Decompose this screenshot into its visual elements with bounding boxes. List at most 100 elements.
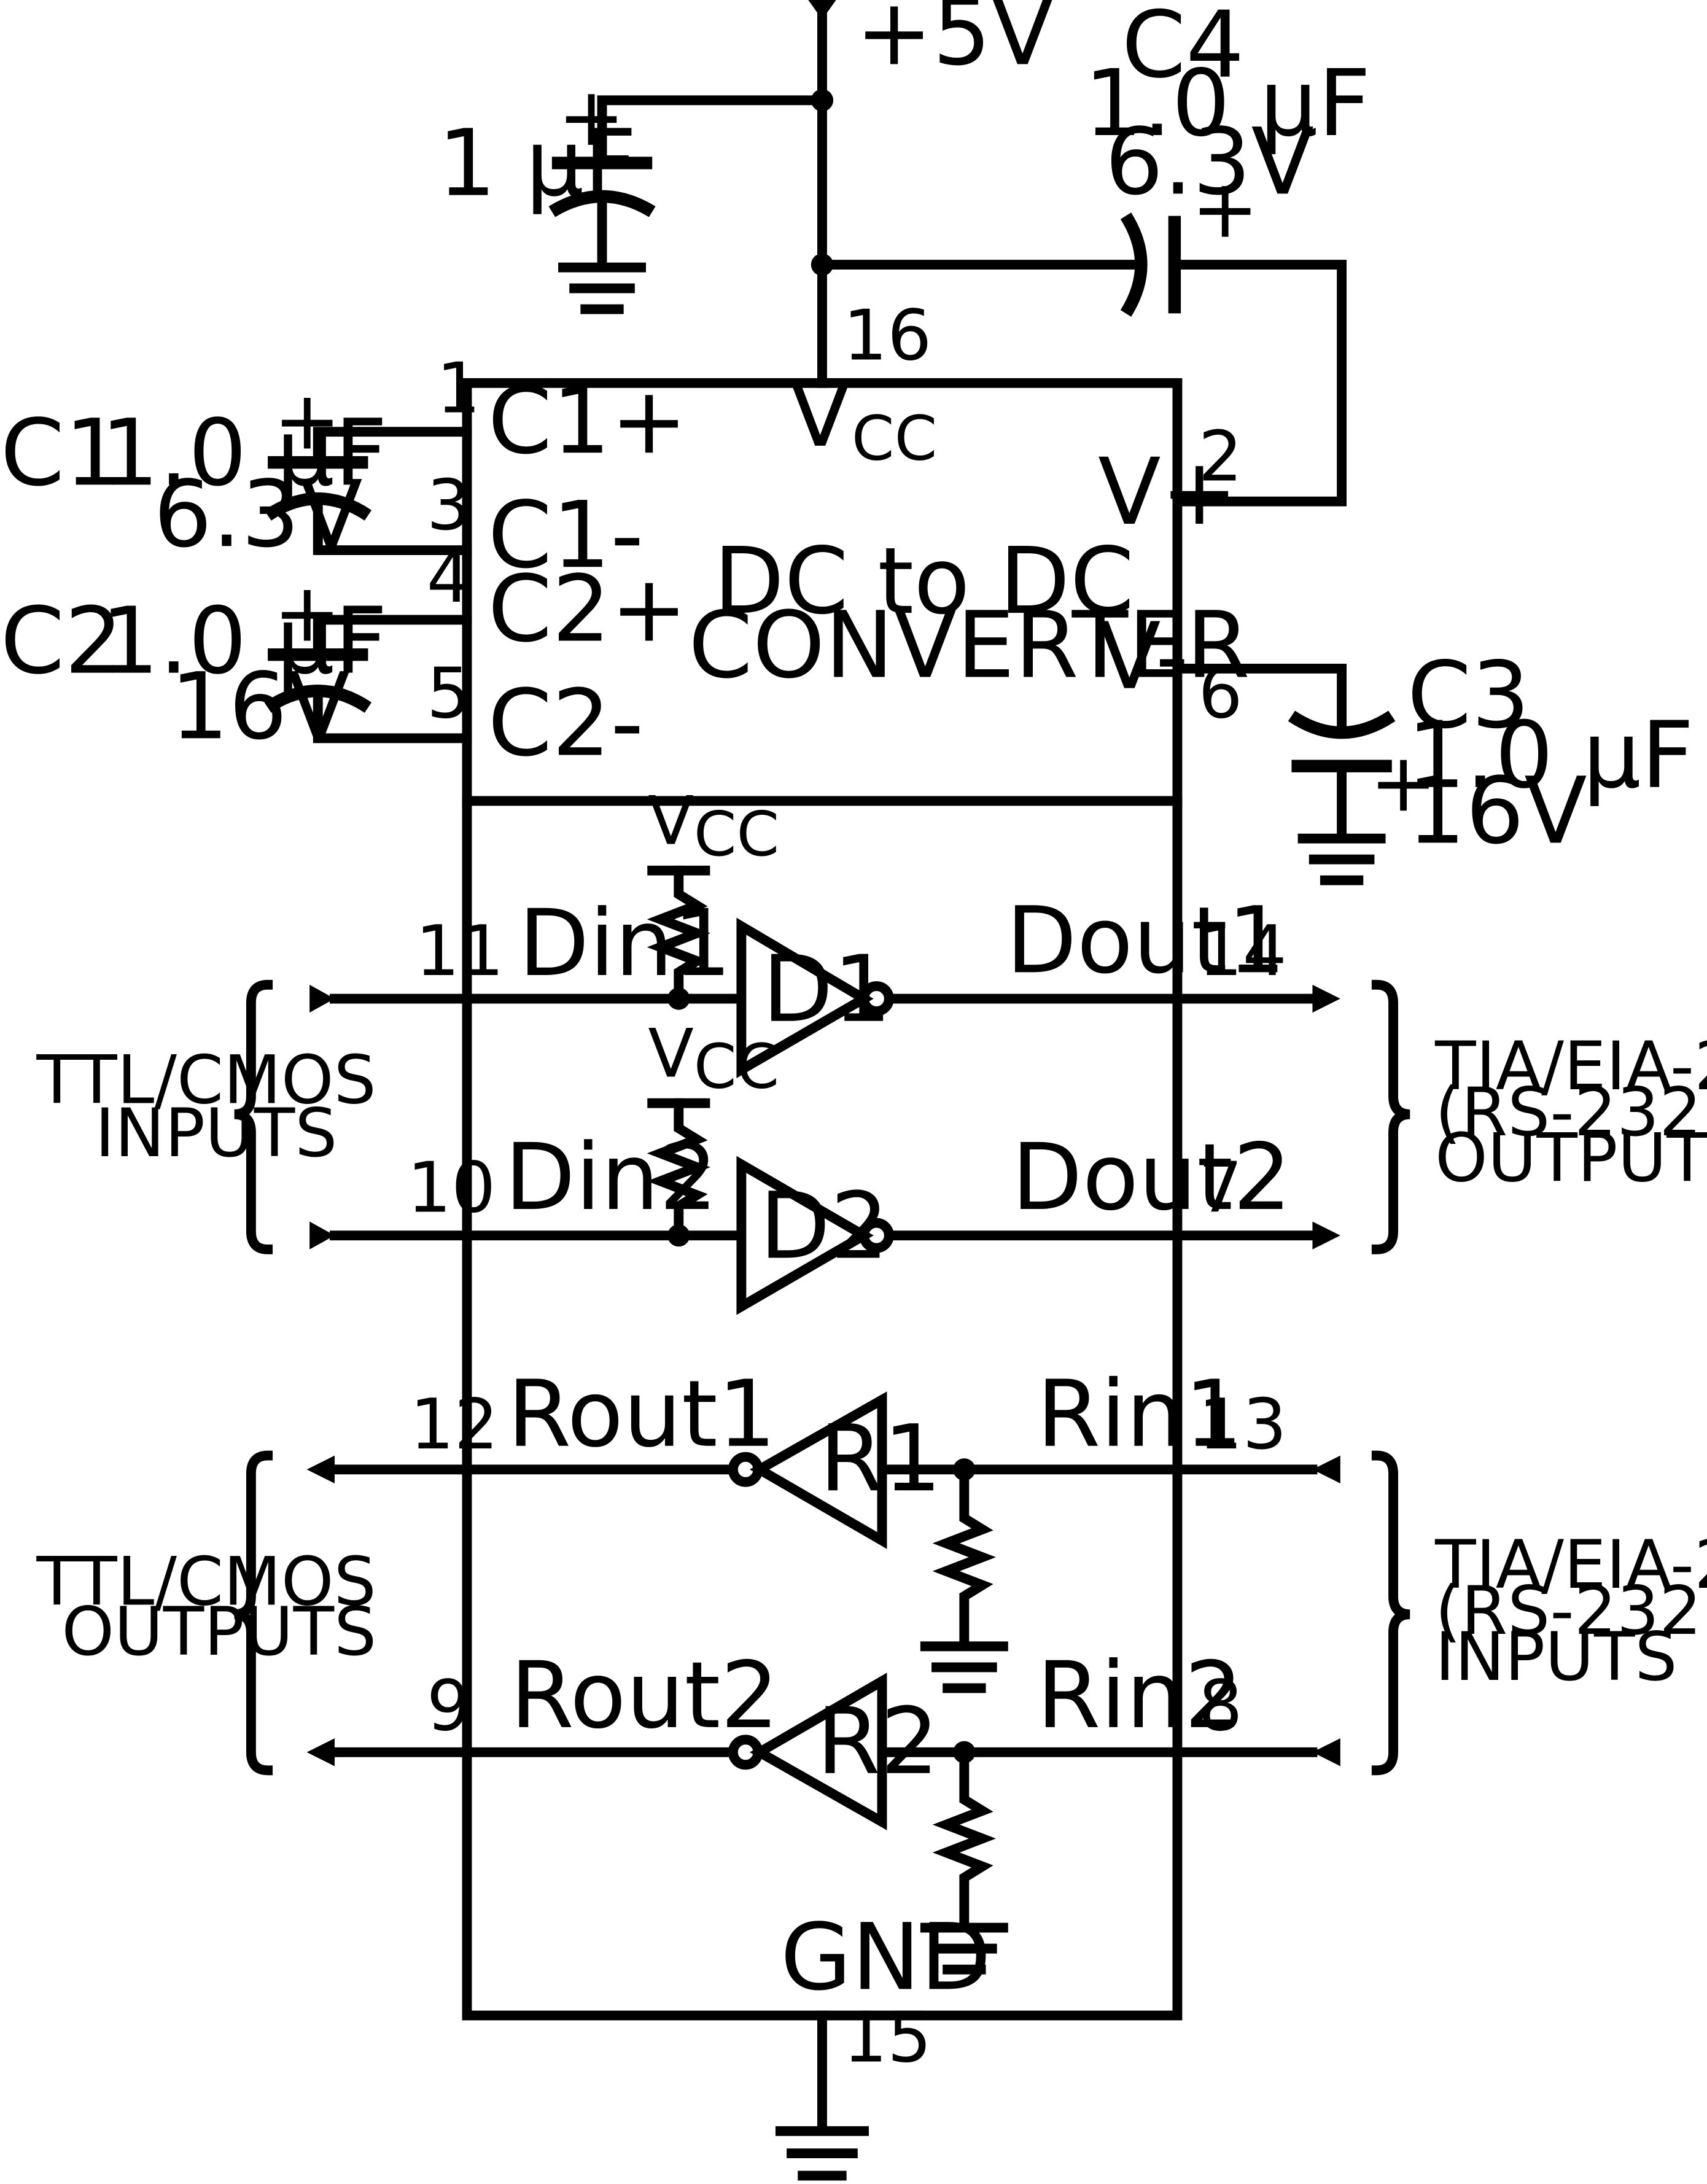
pin-8: 8 (1198, 1665, 1242, 1746)
pin-11: 11 (416, 911, 504, 992)
c1-value: 1.0 µF (101, 400, 387, 507)
rs232-outputs-line2: (RS-232) (1435, 1073, 1707, 1151)
ttl-inputs-line2: INPUTS (95, 1094, 338, 1172)
d2-buffer-icon (736, 1156, 874, 1315)
receiver-r2: R2 9 Rout2 Rin2 8 (306, 1642, 1340, 1975)
vcc-d2-label: VCC (648, 1015, 779, 1103)
brace-ttl-inputs: TTL/CMOS INPUTS (36, 979, 376, 1254)
ttl-outputs-line2: OUTPUTS (61, 1593, 376, 1671)
gnd-label: GND (780, 1904, 991, 2011)
pin-15: 15 (843, 1997, 931, 2078)
input-arrow-icon (1312, 1455, 1340, 1483)
converter-line2: CONVERTER (688, 592, 1250, 699)
pin-7: 7 (1198, 1148, 1242, 1229)
ground-icon (920, 1922, 1008, 1975)
rs232-inputs-line1: TIA/EIA-232-E (1434, 1526, 1707, 1604)
converter-line1: DC to DC (714, 528, 1134, 635)
c4-voltage: 6.3V (1105, 109, 1314, 216)
din2-label: Din2 (505, 1124, 718, 1231)
c2m-label: C2- (488, 670, 644, 777)
c2-plus: + (273, 567, 341, 661)
ground-icon (920, 1641, 1008, 1693)
rout1-label: Rout1 (507, 1361, 776, 1468)
rs232-outputs-line1: TIA/EIA-232-E (1434, 1027, 1707, 1105)
pin-4: 4 (427, 537, 471, 618)
dout2-label: Dout2 (1011, 1124, 1291, 1231)
c3-plus: + (1369, 736, 1437, 830)
rin2-label: Rin2 (1036, 1642, 1243, 1749)
pin-12: 12 (410, 1384, 498, 1465)
rs232-outputs-line3: OUTPUTS (1435, 1119, 1707, 1197)
brace-rs232-outputs: TIA/EIA-232-E (RS-232) OUTPUTS (1371, 979, 1707, 1254)
dout1-label: Dout1 (1006, 887, 1286, 994)
c2-voltage: 16V (170, 653, 350, 760)
pin-1: 1 (437, 348, 481, 429)
r1-gate-label: R1 (819, 1405, 941, 1512)
supply-label: +5V (855, 0, 1054, 86)
vminus-label: V- (1098, 604, 1189, 710)
bypass-cap-plus: + (558, 71, 625, 165)
pin-3: 3 (427, 465, 471, 546)
r2-gate-label: R2 (817, 1689, 939, 1795)
c2-name: C2 (1, 588, 123, 695)
pulldown-resistor-icon (932, 1747, 996, 1930)
rout2-label: Rout2 (510, 1642, 779, 1749)
output-arrow-icon (1312, 984, 1340, 1013)
bypass-capacitor: + 1 µF (438, 71, 827, 314)
input-arrow-icon (1312, 1738, 1340, 1766)
c4-value: 1.0 µF (1084, 50, 1371, 157)
capacitor-c2: 4 5 C2+ C2- + C2 1.0 µF 16V (1, 537, 688, 777)
bypass-cap-value: 1 µF (438, 111, 637, 217)
pullup-resistor-icon (647, 1098, 710, 1241)
ground-icon (558, 262, 646, 314)
supply-rail: +5V (808, 0, 1054, 388)
vcc-d1-label: VCC (648, 782, 779, 870)
ttl-outputs-line1: TTL/CMOS (36, 1542, 376, 1620)
capacitor-c1: 1 3 C1+ C1- + C1 1.0 µF 6.3V (1, 348, 688, 589)
output-arrow-icon (306, 1738, 335, 1766)
vcc-label: VCC (789, 361, 938, 475)
c1-name: C1 (1, 400, 123, 507)
pin-16: 16 (843, 295, 931, 376)
rs232-inputs-line2: (RS-232) (1435, 1572, 1707, 1650)
output-arrow-icon (306, 1455, 335, 1483)
c3-voltage: 16V (1407, 758, 1587, 865)
c2-value: 1.0 µF (101, 588, 387, 695)
c3-name: C3 (1407, 642, 1530, 749)
c1m-label: C1- (488, 482, 644, 589)
output-arrow-icon (1312, 1221, 1340, 1249)
input-arrow-icon (309, 1221, 335, 1249)
rs232-inputs-line3: INPUTS (1435, 1618, 1678, 1696)
d2-gate-label: D2 (760, 1173, 889, 1280)
rin1-label: Rin1 (1036, 1361, 1243, 1468)
pullup-resistor-icon (647, 865, 710, 1004)
c4-plus: + (1191, 163, 1259, 257)
c1-voltage: 6.3V (154, 461, 363, 568)
pin-13: 13 (1198, 1384, 1286, 1465)
pin-5: 5 (427, 653, 471, 734)
ground-icon (1297, 833, 1386, 885)
din1-label: Din1 (518, 890, 731, 997)
brace-rs232-inputs: TIA/EIA-232-E (RS-232) INPUTS (1371, 1450, 1707, 1776)
c4-name: C4 (1122, 0, 1245, 99)
capacitor-c3: C3 1.0 µF + 16V (1172, 642, 1694, 885)
ground-pin: GND 15 (775, 1904, 991, 2181)
c1-plus: + (273, 374, 341, 468)
d1-buffer-icon (736, 917, 874, 1078)
pin-10: 10 (407, 1148, 496, 1229)
driver-d2: D2 VCC 10 Din2 Dout2 7 (309, 1015, 1340, 1315)
d1-gate-label: D1 (762, 936, 892, 1043)
driver-d1: D1 VCC 11 Din1 Dout1 14 (309, 782, 1340, 1078)
pin-14: 14 (1198, 911, 1286, 992)
brace-ttl-outputs: TTL/CMOS OUTPUTS (36, 1450, 376, 1776)
pin-9: 9 (427, 1665, 471, 1746)
ground-icon (775, 2126, 869, 2181)
pin-2: 2 (1198, 416, 1242, 497)
input-arrow-icon (309, 984, 335, 1013)
c2p-label: C2+ (488, 556, 688, 663)
capacitor-c4: C4 1.0 µF 6.3V + (817, 0, 1371, 507)
ttl-inputs-line1: TTL/CMOS (36, 1041, 376, 1119)
vplus-label: V+ (1098, 439, 1238, 546)
receiver-r1: R1 12 Rout1 Rin1 13 (306, 1361, 1340, 1693)
